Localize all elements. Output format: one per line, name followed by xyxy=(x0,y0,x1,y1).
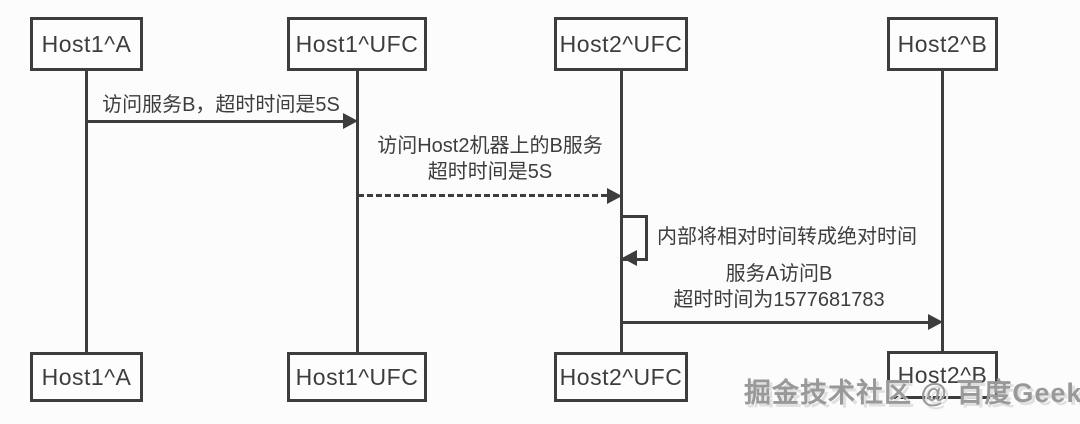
actor-box-host2b-bottom: Host2^B xyxy=(887,351,998,399)
actor-box-host2b-top: Host2^B xyxy=(887,17,998,71)
actor-box-host1ufc-top: Host1^UFC xyxy=(287,17,427,71)
actor-box-host2ufc-bottom: Host2^UFC xyxy=(554,352,688,402)
message-1-label: 访问服务B，超时时间是5S xyxy=(102,94,340,116)
message-2-label-line2: 超时时间是5S xyxy=(427,161,553,183)
message-4-label-line2: 超时时间为1577681783 xyxy=(673,289,885,311)
message-2-line xyxy=(358,194,607,197)
lifeline-host2b xyxy=(941,69,944,353)
actor-box-host1a-top: Host1^A xyxy=(30,17,143,71)
message-4-arrowhead-icon xyxy=(928,314,943,330)
lifeline-host2ufc xyxy=(620,69,623,353)
message-1-line xyxy=(86,120,343,123)
lifeline-host1ufc xyxy=(356,69,359,353)
message-2-label-line1: 访问Host2机器上的B服务 xyxy=(377,135,603,157)
actor-box-host1a-bottom: Host1^A xyxy=(30,352,143,402)
actor-box-host2ufc-top: Host2^UFC xyxy=(554,17,688,71)
message-4-label: 服务A访问B 超时时间为1577681783 xyxy=(673,261,884,313)
message-2-label: 访问Host2机器上的B服务 超时时间是5S xyxy=(377,133,603,185)
actor-box-host1ufc-bottom: Host1^UFC xyxy=(287,352,427,402)
watermark: 掘金技术社区 @ 百度Geek说 xyxy=(744,378,1080,408)
lifeline-host1a xyxy=(85,69,88,353)
message-4-label-line1: 服务A访问B xyxy=(725,263,833,285)
message-3-arrowhead-icon xyxy=(622,250,637,266)
message-3-label: 内部将相对时间转成绝对时间 xyxy=(657,226,917,248)
message-2-arrowhead-icon xyxy=(607,188,622,204)
message-1-arrowhead-icon xyxy=(343,113,358,129)
message-4-line xyxy=(621,321,928,324)
